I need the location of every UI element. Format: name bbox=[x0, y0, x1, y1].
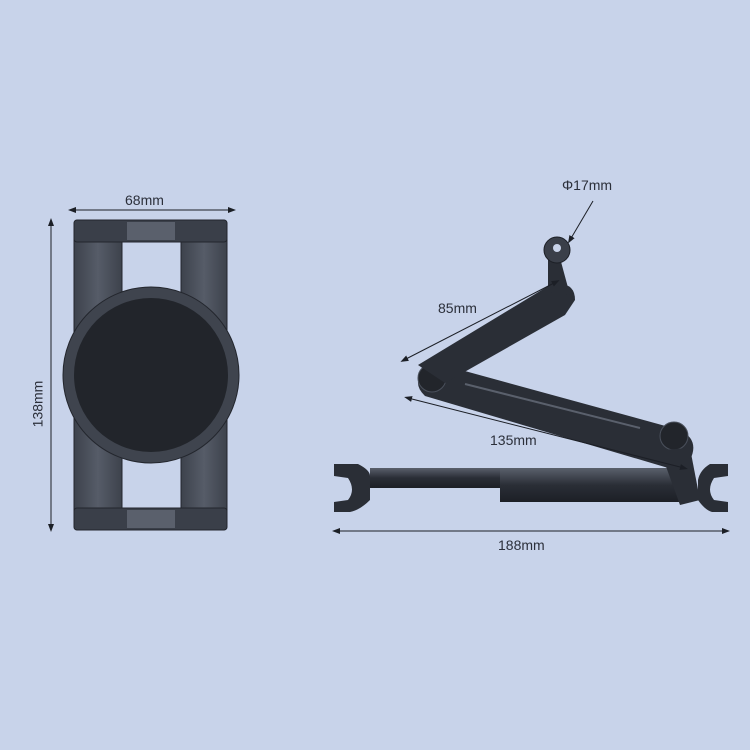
ball-leader-line bbox=[567, 200, 594, 244]
lower-arm-label: 135mm bbox=[490, 432, 537, 448]
total-width-label: 188mm bbox=[498, 537, 545, 553]
ball-diameter-label: Φ17mm bbox=[562, 177, 613, 193]
height-label: 138mm bbox=[29, 380, 46, 428]
lower-arm-dimension-line bbox=[404, 396, 688, 470]
upper-arm-label: 85mm bbox=[438, 300, 477, 316]
side-view bbox=[332, 200, 730, 534]
width-label: 68mm bbox=[125, 192, 164, 208]
front-view bbox=[48, 207, 240, 532]
upper-arm-dimension-line bbox=[400, 280, 560, 362]
